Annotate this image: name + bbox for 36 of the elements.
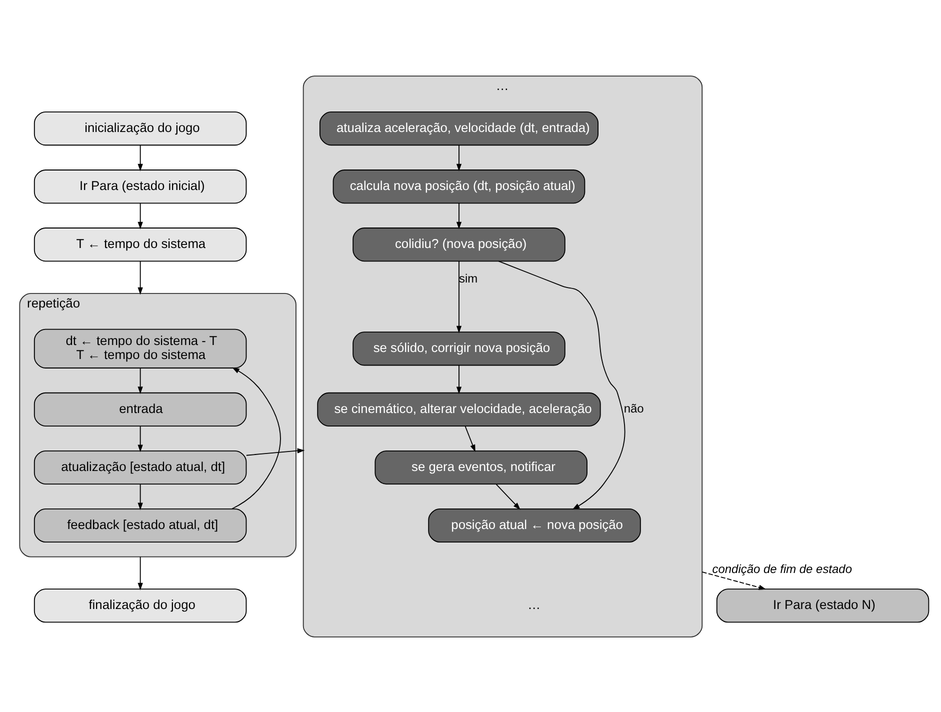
node-box: finalização do jogo	[34, 588, 247, 622]
arrow	[702, 570, 766, 590]
arrow	[138, 260, 143, 294]
arrow	[498, 260, 626, 510]
arrow	[138, 202, 143, 229]
node-box: inicialização do jogo	[34, 111, 247, 146]
node-box: atualização [estado atual, dt]	[34, 450, 247, 484]
arrow	[138, 144, 143, 171]
node-box: T ← tempo do sistema	[34, 227, 247, 262]
node-box: se sólido, corrigir nova posição	[352, 331, 566, 366]
node-box: colidiu? (nova posição)	[352, 227, 566, 262]
node-box: se cinemático, alterar velocidade, aceleração	[317, 392, 601, 426]
arrow	[138, 425, 143, 452]
node-box: calcula nova posição (dt, posição atual)	[332, 169, 586, 204]
node-box: entrada	[34, 392, 247, 426]
arrow	[456, 260, 462, 333]
arrow	[464, 425, 476, 452]
node-box: feedback [estado atual, dt]	[34, 508, 247, 542]
node-box: dt ← tempo do sistema - T T ← tempo do sistema	[34, 328, 247, 368]
arrow	[246, 448, 305, 456]
arrow	[456, 202, 462, 229]
node-box: posição atual ← nova posição	[428, 508, 641, 542]
arrow	[138, 556, 143, 590]
node-box: atualiza aceleração, velocidade (dt, entrada)	[319, 111, 599, 146]
arrow	[496, 483, 520, 510]
arrow	[138, 483, 143, 510]
edge-label: condição de fim de estado	[712, 561, 852, 576]
node-box: Ir Para (estado inicial)	[34, 169, 247, 204]
arrow	[456, 144, 462, 171]
edge-label: não	[624, 401, 644, 416]
node-box: se gera eventos, notificar	[374, 450, 588, 484]
edge-label: sim	[458, 271, 478, 286]
arrow	[456, 364, 462, 394]
node-box: Ir Para (estado N)	[716, 588, 930, 622]
arrow	[138, 367, 143, 394]
arrow	[231, 366, 281, 509]
